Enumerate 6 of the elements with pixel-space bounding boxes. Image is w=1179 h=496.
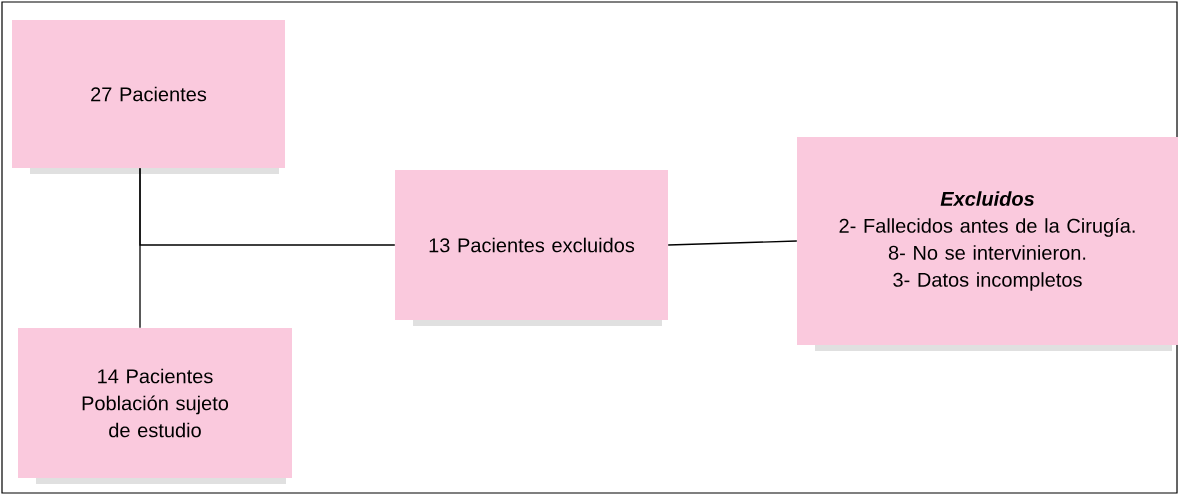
sticky-note: 27 Pacientes [12,20,285,174]
sticky-note: 14 Pacientes Población sujeto de estudio [18,328,292,484]
sticky-note: Excluidos 2- Fallecidos antes de la Cirugía. 8- No se intervinieron. 3- Datos incompletos [797,137,1178,351]
sticky-note: 13 Pacientes excluidos [395,170,668,326]
connector-line [667,240,798,246]
connector-line [139,167,396,246]
